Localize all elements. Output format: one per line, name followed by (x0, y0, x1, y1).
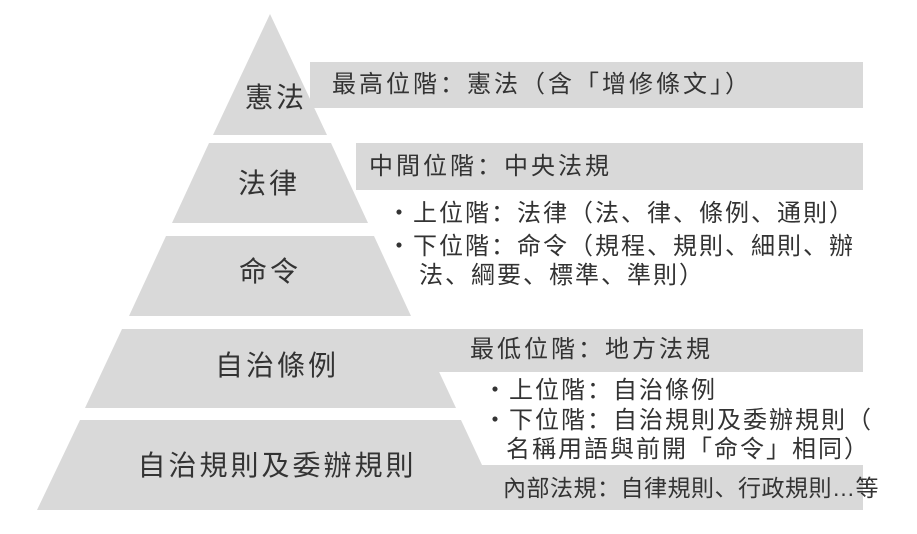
callout-line-lowest-lower-wrap: 名稱用語與前開「命令」相同） (506, 436, 870, 463)
pyramid-label-self-gov-rules: 自治規則及委辦規則 (137, 450, 417, 481)
callout-title-middle: 中間位階：中央法規 (369, 153, 612, 180)
callout-bar-internal (460, 465, 863, 510)
callout-bar-lowest (392, 329, 863, 372)
pyramid-label-constitution: 憲法 (244, 82, 308, 113)
callout-line-middle-lower-wrap: 法、綱要、標準、準則） (419, 262, 705, 289)
pyramid-label-self-gov-ordinances: 自治條例 (214, 350, 340, 381)
callout-title-lowest: 最低位階：地方法規 (470, 336, 713, 363)
callout-line-middle-lower: ・下位階：命令（規程、規則、細則、辦 (387, 233, 855, 260)
callout-line-middle-upper: ・上位階：法律（法、律、條例、通則） (387, 200, 855, 227)
pyramid-label-orders: 命令 (238, 256, 302, 287)
pyramid-label-statutes: 法律 (237, 168, 301, 199)
callout-bar-highest (310, 62, 863, 108)
callout-line-lowest-upper: ・上位階：自治條例 (483, 377, 717, 404)
callout-title-highest: 最高位階：憲法（含「增修條文」） (332, 71, 752, 98)
callout-line-lowest-lower: ・下位階：自治規則及委辦規則（ (483, 407, 873, 434)
callout-bar-middle (356, 143, 863, 190)
callout-title-internal: 內部法規：自律規則、行政規則…等 (503, 475, 879, 501)
